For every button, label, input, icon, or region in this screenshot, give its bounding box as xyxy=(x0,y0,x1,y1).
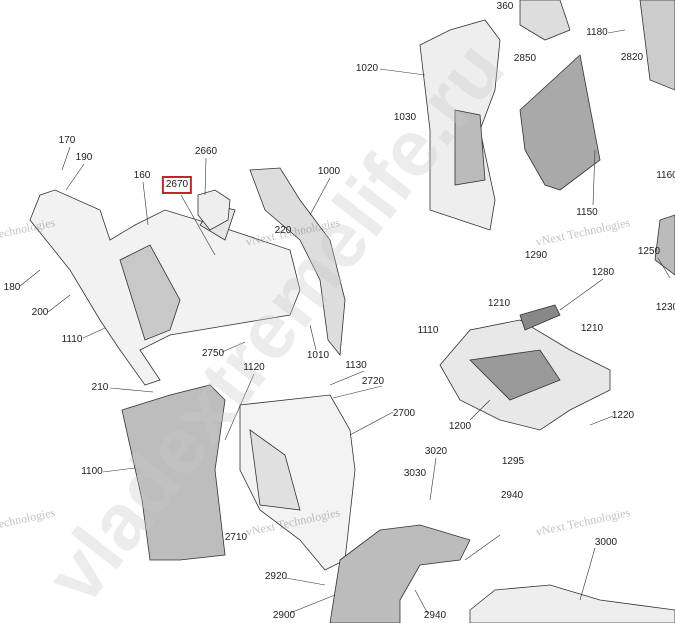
callout-3030[interactable]: 3030 xyxy=(403,468,427,479)
callout-2900[interactable]: 2900 xyxy=(272,610,296,621)
part-2700 xyxy=(239,394,356,571)
callout-1110[interactable]: 1110 xyxy=(417,325,439,336)
callout-1160[interactable]: 1160 xyxy=(656,170,675,181)
callout-160[interactable]: 160 xyxy=(133,170,151,181)
callout-2660[interactable]: 2660 xyxy=(194,146,218,157)
callout-1120[interactable]: 1120 xyxy=(243,362,265,373)
callout-200[interactable]: 200 xyxy=(31,307,49,318)
callout-1250[interactable]: 1250 xyxy=(637,246,661,257)
callout-2940[interactable]: 2940 xyxy=(423,610,447,621)
part-3000 xyxy=(469,584,675,623)
part-1200-interior xyxy=(469,349,561,401)
callout-3000[interactable]: 3000 xyxy=(594,537,618,548)
callout-210[interactable]: 210 xyxy=(91,382,109,393)
callout-1280[interactable]: 1280 xyxy=(591,267,615,278)
part-1160-area xyxy=(654,214,675,276)
callout-1210[interactable]: 1210 xyxy=(580,323,604,334)
callout-1295[interactable]: 1295 xyxy=(501,456,525,467)
part-2700-pocket xyxy=(249,429,301,511)
callout-170[interactable]: 170 xyxy=(58,135,76,146)
callout-2820[interactable]: 2820 xyxy=(620,52,644,63)
part-1280 xyxy=(519,304,561,331)
callout-180[interactable]: 180 xyxy=(3,282,21,293)
callout-1200[interactable]: 1200 xyxy=(448,421,472,432)
callout-1110[interactable]: 1110 xyxy=(61,334,83,345)
callout-1210[interactable]: 1210 xyxy=(487,298,511,309)
callout-1000[interactable]: 1000 xyxy=(317,166,341,177)
callout-2710[interactable]: 2710 xyxy=(224,532,248,543)
callout-2940[interactable]: 2940 xyxy=(500,490,524,501)
callout-3020[interactable]: 3020 xyxy=(424,446,448,457)
callout-2670-highlighted[interactable]: 2670 xyxy=(161,176,193,194)
part-2660 xyxy=(197,189,231,231)
part-1000 xyxy=(249,167,346,357)
callout-1100[interactable]: 1100 xyxy=(81,466,103,477)
part-1020-grille xyxy=(454,109,486,186)
callout-2850[interactable]: 2850 xyxy=(513,53,537,64)
callout-2700[interactable]: 2700 xyxy=(392,408,416,419)
part-1100 xyxy=(121,384,226,561)
callout-1290[interactable]: 1290 xyxy=(524,250,548,261)
callout-1230[interactable]: 1230 xyxy=(655,302,675,313)
callout-1220[interactable]: 1220 xyxy=(611,410,635,421)
leader-lines xyxy=(19,29,671,615)
callout-2720[interactable]: 2720 xyxy=(361,376,385,387)
callout-190[interactable]: 190 xyxy=(75,152,93,163)
callout-1180[interactable]: 1180 xyxy=(586,27,608,38)
callout-2750[interactable]: 2750 xyxy=(201,348,225,359)
part-160-shading xyxy=(119,244,181,341)
part-1150 xyxy=(519,54,601,191)
callout-1010[interactable]: 1010 xyxy=(306,350,330,361)
callout-360[interactable]: 360 xyxy=(496,1,514,12)
callout-1130[interactable]: 1130 xyxy=(345,360,367,371)
callout-1150[interactable]: 1150 xyxy=(576,207,598,218)
part-360 xyxy=(519,0,571,41)
callout-220[interactable]: 220 xyxy=(274,225,292,236)
part-right-upper xyxy=(639,0,675,91)
callout-1030[interactable]: 1030 xyxy=(393,112,417,123)
callout-1020[interactable]: 1020 xyxy=(355,63,379,74)
part-2900 xyxy=(329,524,471,623)
callout-2920[interactable]: 2920 xyxy=(264,571,288,582)
